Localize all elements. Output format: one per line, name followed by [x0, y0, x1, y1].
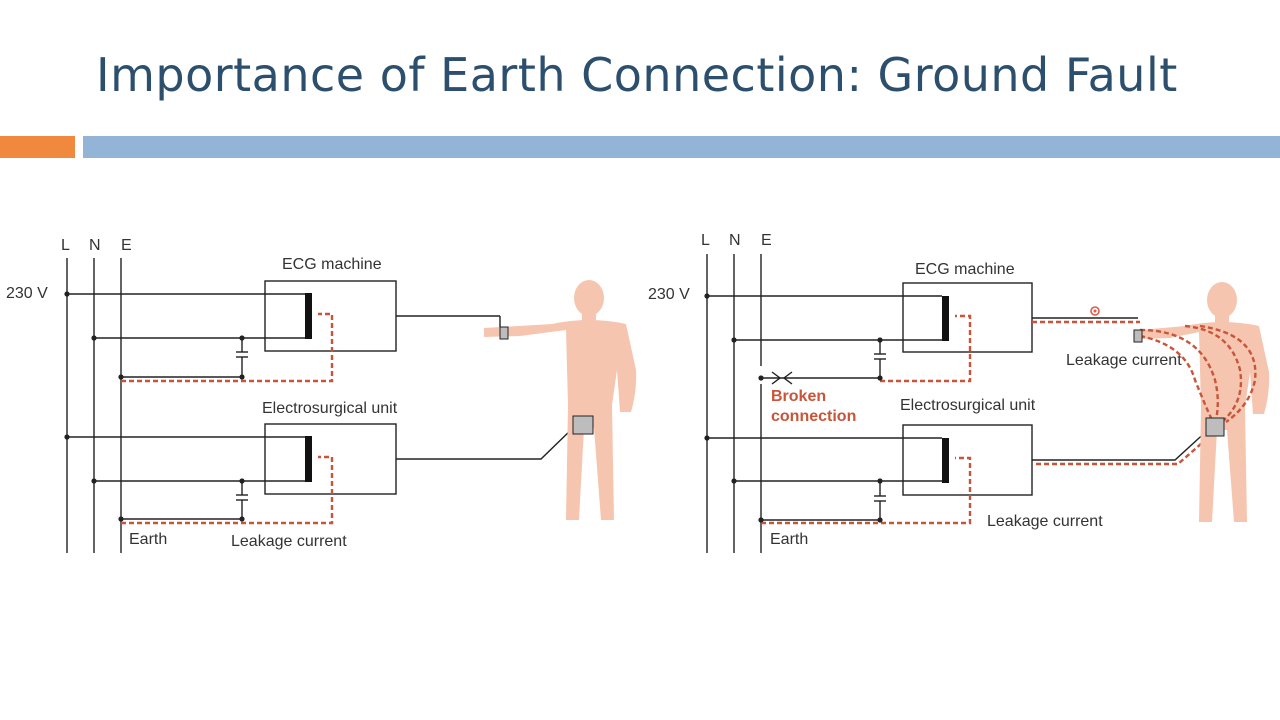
right-body-current-path-4 — [1199, 324, 1257, 423]
left-esu-lead-wire — [396, 425, 576, 460]
right-bus-label-e: E — [761, 232, 772, 249]
left-bus-label-n: N — [89, 237, 101, 254]
left-bus-label-l: L — [61, 237, 70, 254]
right-esu-lead-wire — [1032, 427, 1211, 461]
right-voltage-label: 230 V — [648, 286, 690, 303]
title-accent-bar-orange — [0, 136, 75, 158]
right-leakage-label-top: Leakage current — [1066, 352, 1182, 369]
left-voltage-label: 230 V — [6, 285, 48, 302]
pointer-indicator — [1090, 306, 1100, 316]
right-body-current-path-2 — [1139, 334, 1214, 421]
right-circuit-diagram: L N E 230 V ECG machine Broken connectio… — [648, 232, 1270, 553]
left-ecg-label: ECG machine — [282, 256, 382, 273]
right-esu-internal-leakage — [761, 456, 972, 525]
left-esu-leakage-path — [121, 455, 334, 525]
left-earth-label: Earth — [129, 531, 167, 548]
title-accent-bar-blue — [83, 136, 1280, 158]
right-esu-label: Electrosurgical unit — [900, 397, 1036, 414]
broken-connection-label-line1: Broken — [771, 388, 826, 405]
left-ecg-transformer — [305, 293, 312, 339]
right-bus-label-n: N — [729, 232, 741, 249]
right-esu-lead-leakage — [1036, 435, 1211, 466]
left-leakage-label: Leakage current — [231, 533, 347, 550]
left-esu-label: Electrosurgical unit — [262, 400, 398, 417]
left-esu-transformer — [305, 436, 312, 482]
right-body-current-path-3 — [1184, 324, 1243, 421]
right-earth-label: Earth — [770, 531, 808, 548]
broken-connection-label-line2: connection — [771, 408, 856, 425]
left-circuit-diagram: L N E 230 V ECG machine Electrosurgical … — [6, 237, 637, 553]
electrode-icon — [1205, 417, 1225, 437]
right-bus-label-l: L — [701, 232, 710, 249]
right-esu-box — [902, 424, 1033, 496]
right-ecg-transformer — [942, 296, 949, 341]
human-body-icon — [484, 280, 637, 520]
right-ecg-internal-leakage — [880, 314, 972, 383]
right-body-current-path-1 — [1139, 328, 1219, 421]
right-leakage-label-bottom: Leakage current — [987, 513, 1103, 530]
electrode-icon — [1133, 329, 1143, 343]
electrode-icon — [499, 326, 509, 340]
left-esu-box — [264, 423, 397, 495]
electrode-icon — [572, 415, 594, 435]
human-body-icon — [1140, 282, 1270, 522]
broken-connection-icon — [771, 371, 793, 385]
left-ecg-machine-box — [264, 280, 397, 352]
right-ecg-machine-box — [902, 282, 1033, 353]
left-bus-label-e: E — [121, 237, 132, 254]
right-ecg-label: ECG machine — [915, 261, 1015, 278]
right-esu-transformer — [942, 438, 949, 483]
slide-title: Importance of Earth Connection: Ground F… — [96, 48, 1178, 102]
left-ecg-leakage-path — [121, 312, 334, 383]
